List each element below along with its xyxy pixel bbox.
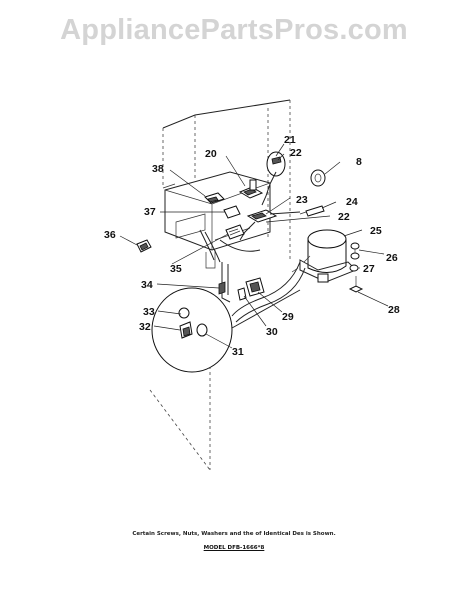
part-36-clip [136, 239, 152, 253]
callout-27: 27 [363, 263, 375, 275]
callout-35: 35 [170, 263, 182, 275]
part-29-overload [237, 277, 265, 301]
callout-33: 33 [143, 306, 155, 318]
part-31-fan-blade [151, 287, 301, 373]
part-27-washer [349, 264, 359, 272]
model-label: MODEL DFB-1666*8 [203, 545, 265, 551]
footnote-text: Certain Screws, Nuts, Washers and the of… [132, 531, 336, 537]
part-25-compressor [291, 229, 357, 283]
callout-24: 24 [346, 196, 358, 208]
part-21-knob [261, 151, 286, 206]
part-38-relay [204, 192, 225, 204]
callout-25: 25 [370, 225, 382, 237]
part-34-bracket [218, 262, 231, 303]
callout-28: 28 [388, 304, 400, 316]
callout-29: 29 [282, 311, 294, 323]
callout-31: 31 [232, 346, 244, 358]
part-20-thermostat [238, 179, 264, 199]
callout-23: 23 [296, 194, 308, 206]
part-35-wires [199, 229, 261, 263]
callout-37: 37 [144, 206, 156, 218]
tubing [231, 261, 306, 323]
callout-26: 26 [386, 252, 398, 264]
watermark-logo: AppliancePartsPros.com [60, 14, 408, 46]
leader-lines [119, 143, 389, 349]
callout-22: 22 [290, 147, 302, 159]
callout-22b: 22 [338, 211, 350, 223]
part-8-cap [310, 169, 326, 187]
callout-38: 38 [152, 163, 164, 175]
callout-30: 30 [266, 326, 278, 338]
part-23-harness [223, 205, 301, 241]
part-26-grommet [350, 242, 360, 260]
callout-8: 8 [356, 156, 362, 168]
callout-20: 20 [205, 148, 217, 160]
part-28-bolt [348, 276, 364, 293]
callout-36: 36 [104, 229, 116, 241]
callout-34: 34 [141, 279, 153, 291]
callout-32: 32 [139, 321, 151, 333]
part-24-screw [299, 205, 325, 217]
callout-21: 21 [284, 134, 296, 146]
